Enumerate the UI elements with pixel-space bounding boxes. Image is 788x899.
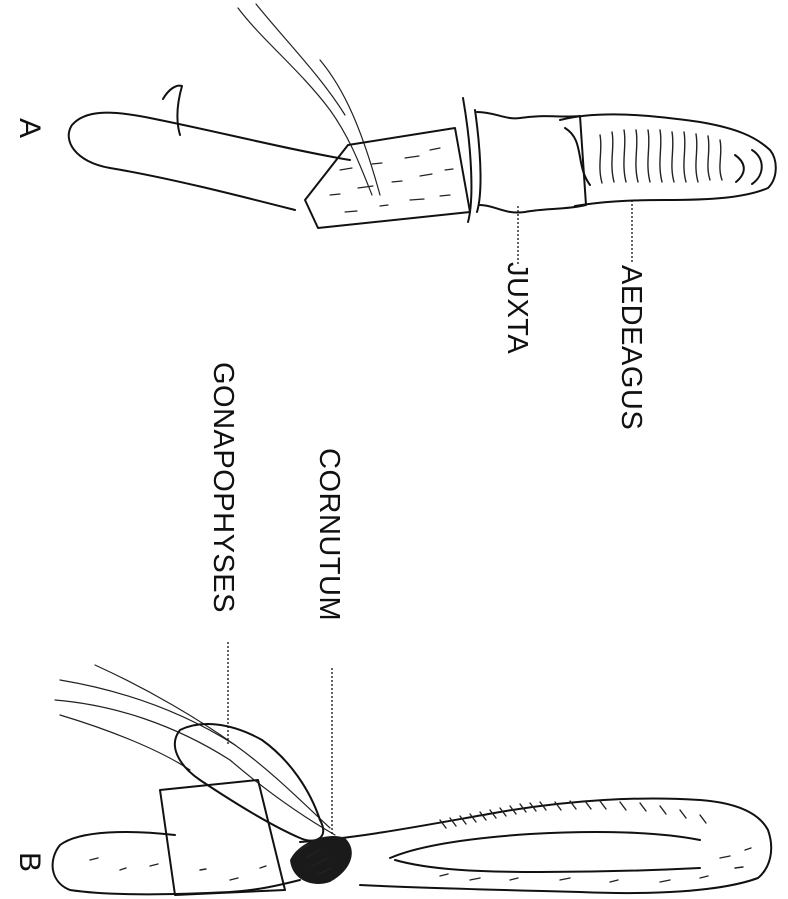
valva-b <box>53 832 300 894</box>
sclerite-b <box>160 780 285 895</box>
label-juxta: JUXTA <box>501 262 533 354</box>
fold-a <box>163 86 182 135</box>
specimen-a <box>69 4 776 228</box>
body-b <box>300 799 771 894</box>
aedeagus-ridges <box>600 130 722 183</box>
specimen-b <box>53 665 772 895</box>
strand-a-1 <box>238 8 372 195</box>
panel-label-b: B <box>13 852 46 872</box>
strand-b-4 <box>60 715 190 770</box>
label-aedeagus: AEDEAGUS <box>615 265 647 430</box>
strand-a-3 <box>320 60 380 195</box>
inner-fold-b <box>390 832 700 858</box>
strand-b-2 <box>55 700 335 835</box>
panel-label-a: A <box>13 118 46 138</box>
valva-b-stipple <box>90 858 266 880</box>
sclerite-a <box>305 128 470 228</box>
label-gonapophyses: GONAPOPHYSES <box>207 362 239 613</box>
strand-a-2 <box>256 4 345 115</box>
aedeagus-tip-1 <box>735 155 744 182</box>
aedeagus-a <box>560 114 776 206</box>
juxta-bar <box>463 98 471 222</box>
body-b-stipple <box>440 801 751 882</box>
label-cornutum: CORNUTUM <box>313 448 345 621</box>
sclerite-a-stipple <box>330 148 453 212</box>
juxta-a <box>477 112 586 213</box>
aedeagus-tip-2 <box>752 150 762 184</box>
aedeagus-base-fold <box>565 128 590 185</box>
cornutum-b <box>290 836 352 884</box>
inner-fold-b2 <box>395 860 700 872</box>
juxta-bar-inner <box>475 110 481 212</box>
